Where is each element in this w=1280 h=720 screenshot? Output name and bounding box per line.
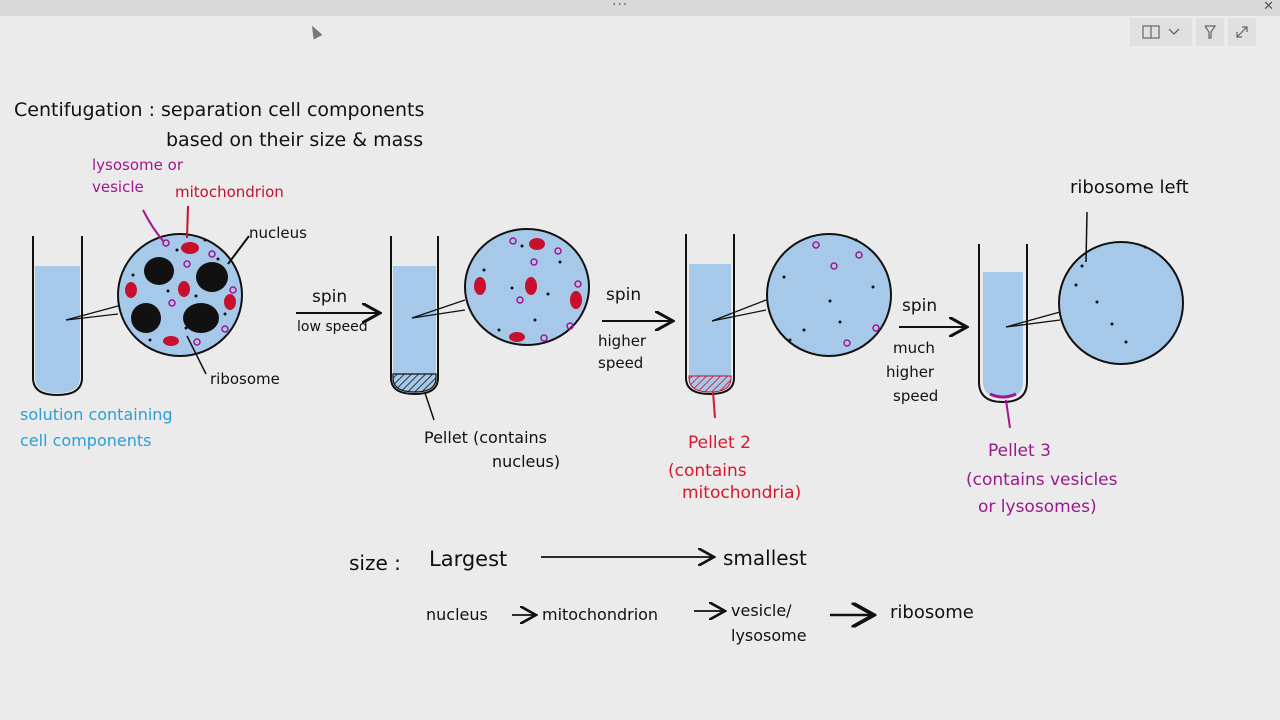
title-line-1: Centifugation : separation cell componen… (14, 99, 424, 121)
funnel-icon (1204, 25, 1216, 39)
lysosome-pointer (142, 209, 165, 243)
pellet-1-pointer (424, 392, 435, 421)
tube-4 (978, 244, 1028, 404)
pellet-2-pointer (712, 391, 716, 419)
spin-2-label: spin (606, 285, 641, 305)
order-mitochondrion: mitochondrion (542, 605, 658, 624)
spin-3-label: spin (902, 296, 937, 316)
mitochondrion-pointer (186, 205, 189, 239)
nucleus-label: nucleus (249, 224, 307, 242)
pellet-3-pointer (1005, 399, 1011, 429)
order-vesicle: vesicle/lysosome (731, 601, 807, 645)
spin-step-1: spin low speed (296, 287, 380, 335)
spin-1-speed: low speed (297, 319, 368, 335)
filter-button[interactable] (1196, 18, 1224, 46)
tube-2 (390, 236, 439, 396)
expand-icon (1236, 26, 1248, 38)
more-options-icon[interactable]: ··· (612, 0, 629, 13)
order-nucleus: nucleus (426, 605, 488, 624)
size-order: nucleus mitochondrion vesicle/lysosome r… (426, 601, 974, 645)
ribosome-left-pointer (1085, 211, 1088, 263)
tube-1 (32, 236, 83, 397)
nucleus-pointer (227, 235, 250, 265)
title-line-2: based on their size & mass (166, 129, 423, 151)
cell-circle-3 (766, 233, 892, 357)
expand-button[interactable] (1228, 18, 1256, 46)
view-toolbar (1130, 18, 1256, 46)
spin-1-label: spin (312, 287, 347, 307)
tube-3 (685, 234, 735, 396)
ribosome-left-label: ribosome left (1070, 177, 1189, 198)
cell-circle-4 (1058, 241, 1184, 365)
mitochondrion-label: mitochondrion (175, 183, 284, 201)
cell-circle-1 (117, 233, 243, 357)
ribosome-pointer (186, 335, 207, 375)
layout-toggle-button[interactable] (1130, 18, 1192, 46)
zoom-line-1 (65, 305, 119, 321)
close-icon[interactable]: ✕ (1263, 0, 1274, 14)
size-scale: size : Largest smallest (349, 546, 807, 575)
size-prefix: size : (349, 551, 401, 575)
nucleus-group (131, 257, 228, 333)
order-ribosome: ribosome (890, 602, 974, 623)
size-largest: Largest (429, 547, 507, 571)
window-top-bar: ··· ✕ (0, 0, 1280, 16)
panel-icon (1142, 25, 1160, 39)
mitochondria-group (125, 242, 236, 346)
title: Centifugation : separation cell componen… (14, 99, 424, 151)
chevron-down-icon (1168, 28, 1180, 35)
cell-circle-2 (464, 228, 590, 346)
ribosome-label: ribosome (210, 370, 280, 388)
size-smallest: smallest (723, 546, 807, 570)
vesicle-group (162, 239, 237, 346)
ribosome-group (131, 238, 227, 342)
